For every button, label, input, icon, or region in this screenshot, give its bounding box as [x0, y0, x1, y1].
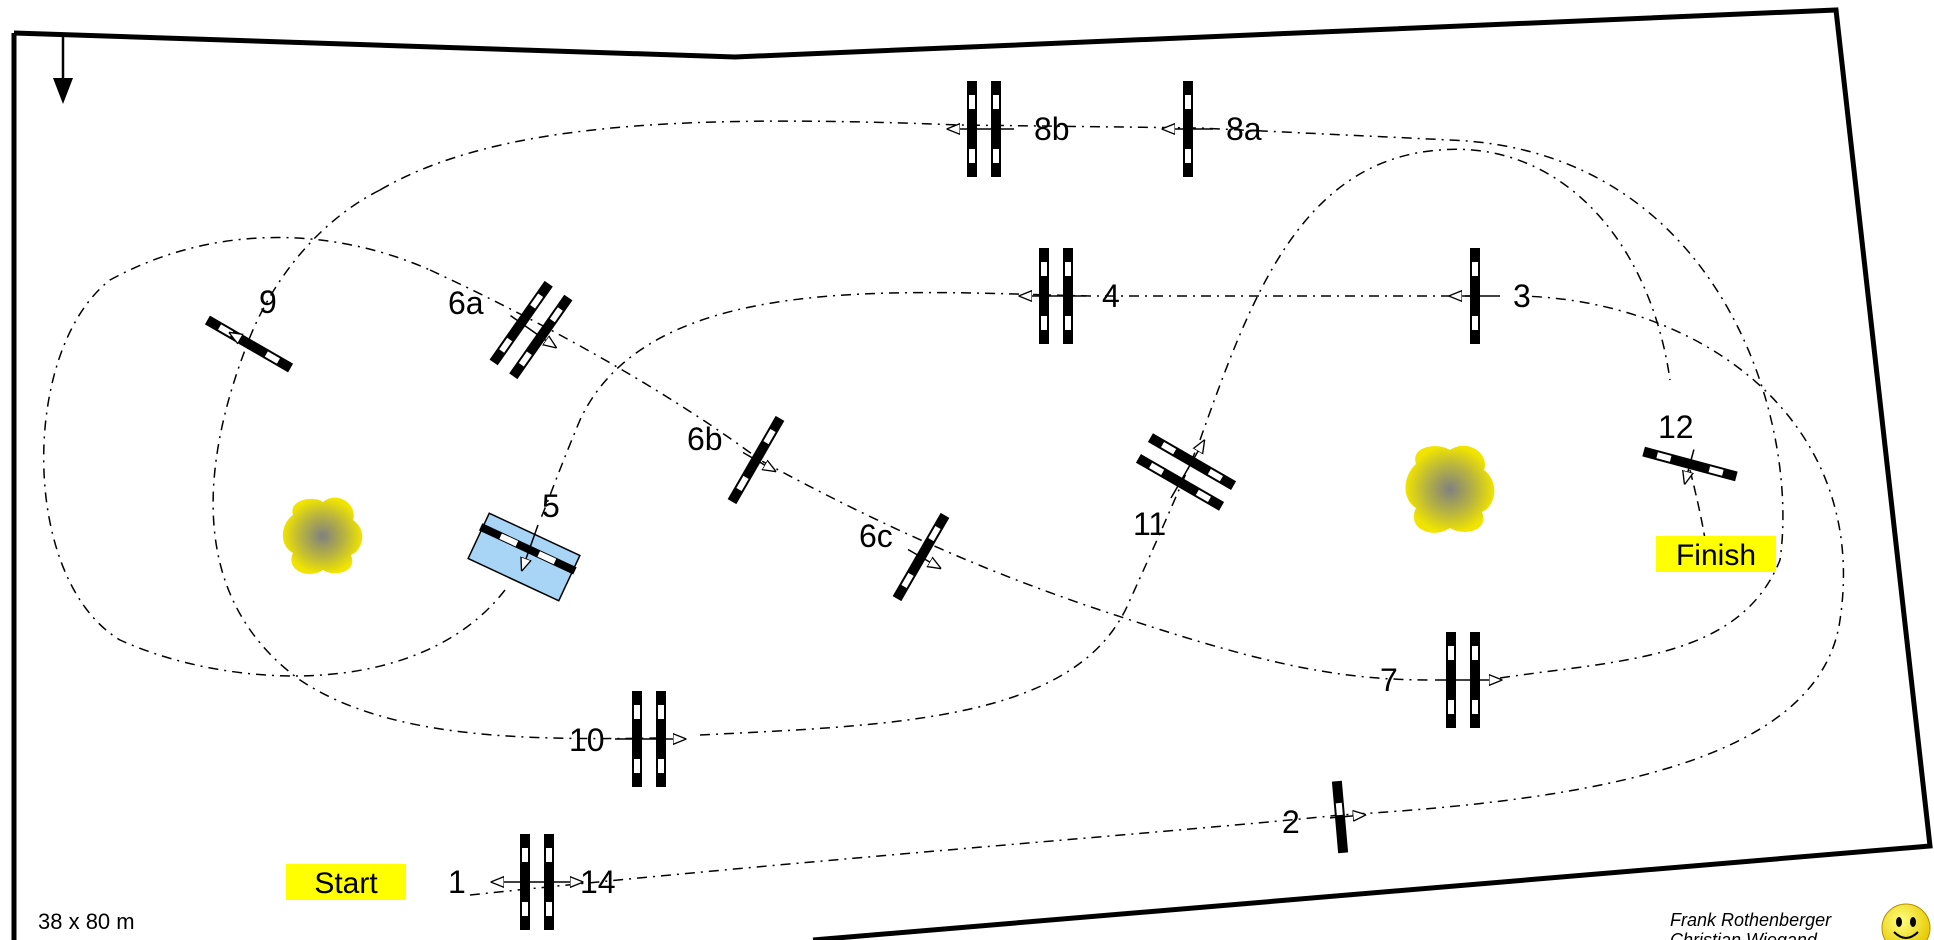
- label-obstacle-1: 1: [448, 864, 466, 900]
- water-tray: [467, 512, 581, 602]
- label-obstacle-4: 4: [1102, 278, 1120, 314]
- label-obstacle-2: 2: [1282, 804, 1300, 840]
- label-obstacle-6a: 6a: [448, 285, 484, 321]
- label-obstacle-9: 9: [259, 284, 277, 320]
- label-obstacle-5: 5: [542, 488, 560, 524]
- obstacle-2: [1329, 780, 1368, 854]
- arena-size: 38 x 80 m: [38, 909, 135, 934]
- course-route: [43, 120, 1845, 896]
- bush-left: [282, 497, 363, 574]
- start-label: Start: [314, 867, 378, 900]
- arrow-down-icon: [53, 34, 73, 104]
- obstacle-3: [1450, 248, 1500, 344]
- label-obstacle-12: 12: [1658, 409, 1694, 445]
- label-obstacle-6c: 6c: [859, 518, 893, 554]
- obstacle-10: [615, 691, 685, 787]
- label-obstacle-11: 11: [1133, 506, 1166, 542]
- smiley-icon: [1881, 903, 1931, 940]
- obstacle-6b: [727, 415, 785, 505]
- label-obstacle-7: 7: [1380, 662, 1398, 698]
- obstacle-7: [1435, 632, 1501, 728]
- label-obstacle-8a: 8a: [1226, 111, 1262, 147]
- finish-label: Finish: [1676, 539, 1756, 572]
- finish-tag: Finish: [1656, 536, 1776, 572]
- obstacle-8a: [1163, 81, 1213, 177]
- label-obstacle-8b: 8b: [1034, 111, 1070, 147]
- label-obstacle-10: 10: [569, 722, 605, 758]
- bush-right: [1405, 445, 1495, 533]
- label-obstacle-3: 3: [1513, 278, 1531, 314]
- obstacle-6a: [489, 280, 573, 380]
- start-tag: Start: [286, 864, 406, 900]
- obstacle-11: [1135, 433, 1237, 511]
- obstacle-9: [204, 315, 294, 373]
- label-obstacle-6b: 6b: [687, 421, 723, 457]
- obstacle-4: [1020, 248, 1086, 344]
- obstacle-12: [1642, 446, 1738, 496]
- designer-credit-2: Christian Wiegand: [1670, 930, 1818, 940]
- obstacle-8b: [948, 81, 1014, 177]
- designer-credit-1: Frank Rothenberger: [1670, 910, 1832, 930]
- obstacle-1-14: [492, 834, 582, 930]
- obstacle-6c: [892, 512, 950, 602]
- arena-boundary: [11, 7, 1933, 940]
- label-obstacle-14: 14: [580, 864, 616, 900]
- obstacle-5-arrow: [522, 524, 539, 570]
